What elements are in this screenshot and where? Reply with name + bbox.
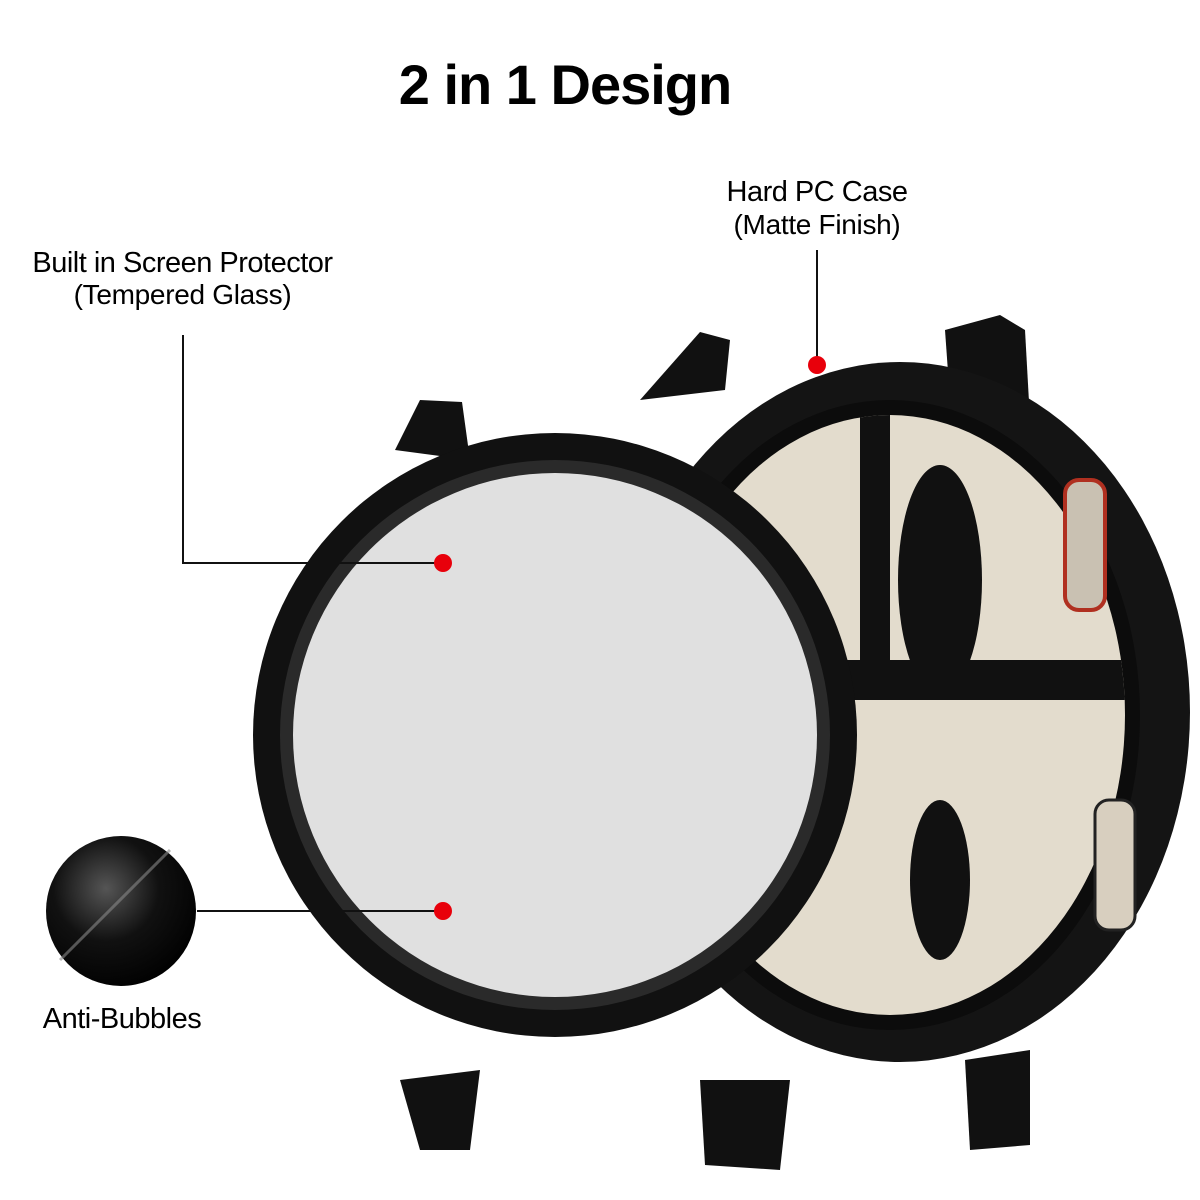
bubbles-dot xyxy=(434,902,452,920)
page-title: 2 in 1 Design xyxy=(398,53,732,116)
screen-protector xyxy=(253,400,857,1150)
case-dot xyxy=(808,356,826,374)
protector-label: Built in Screen Protector xyxy=(32,247,333,279)
anti-bubbles-label: Anti-Bubbles xyxy=(42,1003,202,1035)
case-label: Hard PC Case xyxy=(726,176,908,208)
case-sublabel: (Matte Finish) xyxy=(733,209,901,240)
protector-sublabel: (Tempered Glass) xyxy=(73,279,292,310)
protector-callout-line xyxy=(182,335,443,564)
anti-bubbles-icon xyxy=(46,836,196,986)
protector-dot xyxy=(434,554,452,572)
